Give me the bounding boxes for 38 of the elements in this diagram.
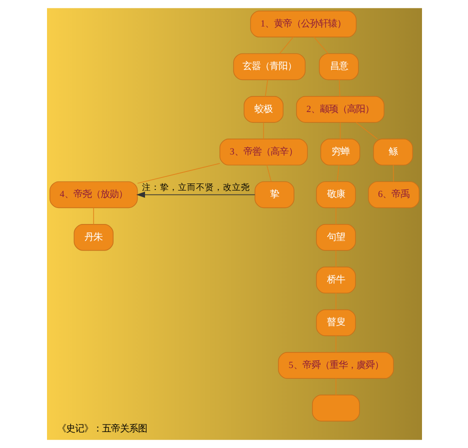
connector (278, 36, 294, 54)
connector (338, 79, 340, 97)
connector (92, 207, 94, 225)
arrow (136, 192, 255, 198)
connector (339, 122, 340, 140)
connector (335, 250, 336, 268)
node-box: 昌意 (318, 53, 358, 80)
node-box: 蛟极 (243, 96, 283, 123)
connector (392, 164, 394, 182)
connector (336, 164, 339, 182)
connector (264, 79, 268, 97)
connector (335, 292, 336, 310)
node-box: 桥牛 (316, 266, 356, 294)
node-box: 挚 (254, 181, 294, 208)
node-box: 4、帝尧（放勋） (49, 181, 138, 208)
node-box: 3、帝喾（高辛） (219, 138, 308, 166)
node-box: 6、帝禹 (368, 181, 419, 208)
connector (335, 335, 336, 353)
node-box: 敬康 (316, 181, 356, 208)
node-box: 5、帝舜（重华，虞舜） (278, 352, 394, 379)
node-box: 1、黄帝（公孙轩辕） (250, 10, 356, 38)
connector (136, 163, 220, 184)
connector (335, 207, 336, 225)
node-box: 穷蝉 (320, 138, 360, 166)
edge-label: 注：挚，立而不贤，改立尧 (142, 183, 250, 194)
node-box: 丹朱 (73, 224, 114, 251)
node-box: 瞽叟 (316, 309, 356, 336)
connector (262, 122, 264, 140)
caption: 《史记》：五帝关系图 (56, 424, 146, 434)
connector (266, 164, 272, 182)
connector (313, 36, 328, 54)
node-box: 鲧 (372, 138, 412, 166)
connector (335, 378, 336, 396)
node-box: 2、颛顼（高阳） (296, 96, 384, 123)
node-box: 玄嚣（青阳） (232, 53, 306, 80)
connector (355, 122, 378, 140)
node-box (312, 394, 360, 422)
node-box: 句望 (316, 224, 356, 251)
